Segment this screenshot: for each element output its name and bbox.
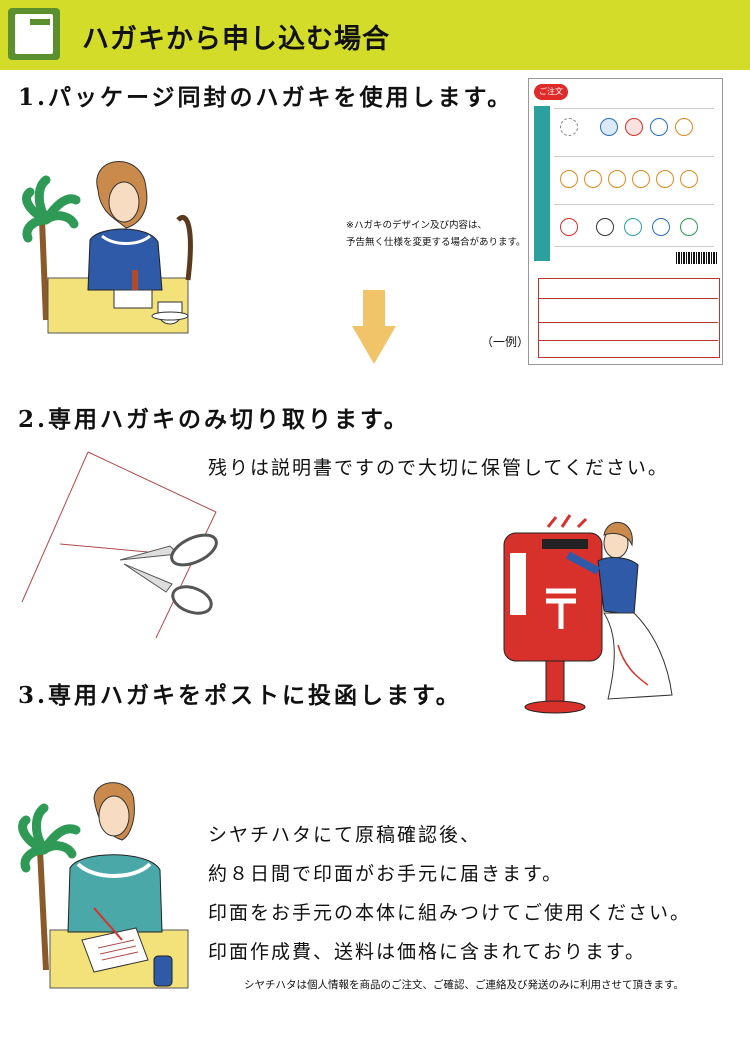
stamp-sample (680, 170, 698, 188)
postcard-line (554, 108, 714, 109)
postcard-line (554, 204, 714, 205)
woman-reading-illustration (22, 161, 193, 334)
final-line-1: シヤチハタにて原稿確認後、 (208, 824, 482, 846)
stamp-sample (608, 170, 626, 188)
design-note-line-2: 予告無く仕様を変更する場合があります。 (346, 237, 526, 248)
document-icon-tab (30, 19, 50, 25)
step-1-heading: 1.パッケージ同封のハガキを使用します。 (18, 84, 514, 111)
privacy-note: シヤチハタは個人情報を商品のご注文、ご確認、ご連絡及び発送のみに利用させて頂きま… (244, 979, 684, 991)
stamp-sample (584, 170, 602, 188)
stamp-sample (652, 218, 670, 236)
section-header (0, 0, 750, 70)
barcode (676, 252, 718, 264)
stamp-sample (632, 170, 650, 188)
design-note-line-1: ※ハガキのデザイン及び内容は、 (346, 220, 487, 231)
final-line-3: 印面をお手元の本体に組みつけてご使用ください。 (208, 902, 692, 924)
example-label: （一例） (481, 335, 530, 349)
postcard-line (554, 156, 714, 157)
stamp-sample (680, 218, 698, 236)
final-line-2: 約８日間で印面がお手元に届きます。 (208, 863, 564, 885)
step-2-heading: 2.専用ハガキのみ切り取ります。 (18, 406, 410, 433)
stamp-placeholder (560, 118, 578, 136)
stamp-sample (560, 218, 578, 236)
page-title: ハガキから申し込む場合 (82, 24, 390, 55)
stamp-sample (656, 170, 674, 188)
keep-manual-note: 残りは説明書ですので大切に保管してください。 (208, 457, 669, 479)
postcard-side-band (534, 106, 550, 261)
step-3-heading: 3.専用ハガキをポストに投函します。 (18, 682, 462, 709)
stamp-sample (650, 118, 668, 136)
stamp-sample (624, 218, 642, 236)
woman-writing-illustration (18, 782, 189, 989)
stamp-sample (596, 218, 614, 236)
down-arrow-icon-head (352, 326, 396, 364)
final-line-4: 印面作成費、送料は価格に含まれております。 (208, 941, 646, 963)
postcard-line (538, 340, 718, 341)
stamp-sample (600, 118, 618, 136)
order-tag: ご注文 (534, 84, 568, 100)
postcard-address-box (538, 278, 720, 358)
scissors-cutting-illustration (21, 451, 218, 639)
postcard-line (554, 246, 714, 247)
postcard-line (538, 298, 718, 299)
postcard-line (538, 322, 718, 323)
stamp-sample (625, 118, 643, 136)
stamp-sample (560, 170, 578, 188)
down-arrow-icon (363, 290, 385, 328)
mailbox-posting-illustration (503, 514, 673, 714)
stamp-sample (675, 118, 693, 136)
